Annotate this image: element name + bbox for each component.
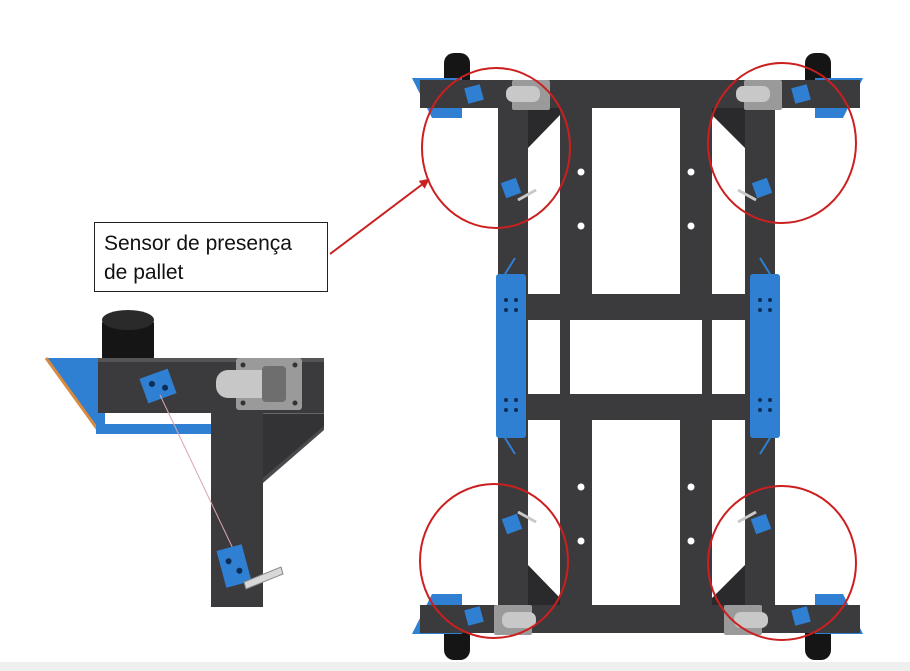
detail-reflector [243, 566, 284, 590]
gusset [712, 565, 745, 605]
crossbar-lower [528, 394, 745, 420]
caster-wheel-icon [724, 605, 768, 635]
detail-sensor-beam [159, 394, 237, 556]
highlight-circle-tl [421, 67, 571, 229]
detail-view [44, 310, 324, 607]
gusset [528, 565, 560, 605]
side-bracket-right [750, 257, 780, 455]
bumper-wheel-icon [102, 310, 154, 363]
caster-wheel-icon [216, 358, 302, 410]
caster-wheel-icon [506, 80, 550, 110]
highlight-circle-tr [707, 62, 857, 224]
callout-line-2: de pallet [104, 261, 184, 284]
bottom-rail [420, 605, 860, 633]
crossbar-upper [528, 294, 745, 320]
side-bracket-left [496, 257, 526, 455]
mounting-holes [577, 168, 695, 545]
highlight-circles [419, 62, 857, 641]
caster-wheel-icon [494, 605, 536, 635]
inner-vertical [680, 420, 702, 605]
detail-blue-plate [96, 424, 211, 434]
callout-line-1: Sensor de presença [104, 232, 292, 255]
reflectors [517, 188, 757, 524]
inner-rail-right [702, 108, 712, 605]
bottom-divider [0, 662, 910, 671]
arrow-pointer [329, 178, 430, 255]
gusset [712, 108, 745, 148]
highlight-circle-bl [419, 483, 569, 639]
sensor-bracket-icon [139, 368, 177, 404]
sensor-bracket-icon [216, 544, 252, 588]
gusset [528, 108, 560, 148]
detail-bracket-edge [44, 357, 100, 431]
highlight-circle-br [707, 485, 857, 641]
sensor-bracket-icon [464, 84, 811, 626]
top-rail [420, 80, 860, 108]
inner-rail-left [560, 108, 570, 605]
main-frame-view [329, 53, 863, 660]
inner-vertical [570, 108, 592, 298]
inner-vertical [570, 420, 592, 605]
caster-wheel-icon [736, 80, 782, 110]
inner-vertical [680, 108, 702, 298]
callout-label-box: Sensor de presença de pallet [94, 222, 328, 292]
